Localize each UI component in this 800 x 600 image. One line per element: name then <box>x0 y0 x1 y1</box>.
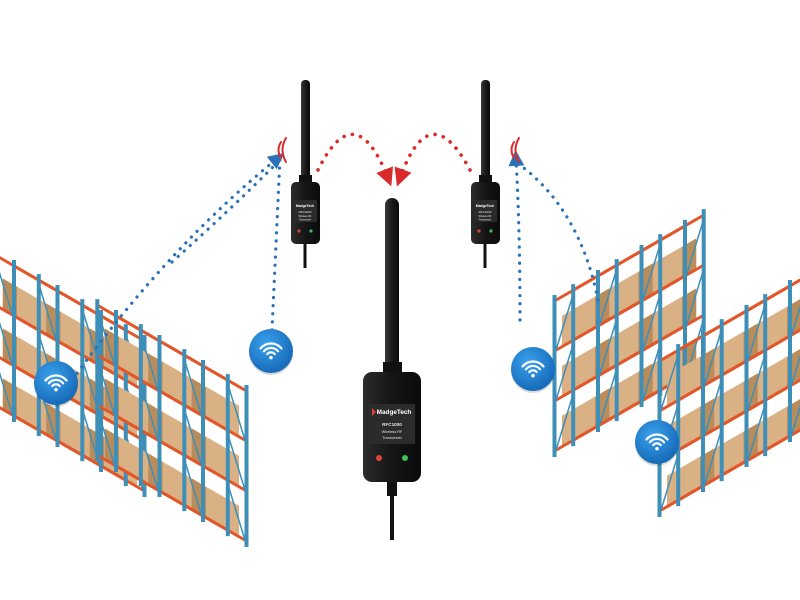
signal-wave-icon <box>510 137 520 163</box>
repeater-left: MadgeTech RFC1000 Wireless RF Transceive… <box>291 80 320 268</box>
center-line2: Wireless RF <box>382 430 403 434</box>
repeater-right-line3: Transceiver <box>479 219 492 222</box>
wifi-icon <box>511 347 555 393</box>
repeater-right-brand: MadgeTech <box>476 204 494 208</box>
signal-wave-icon <box>277 137 287 163</box>
rf-link-right <box>394 132 472 187</box>
repeater-right-line2: Wireless RF <box>478 215 492 218</box>
antenna-icon <box>481 80 490 188</box>
repeater-left-model: RFC1000 <box>299 210 312 214</box>
repeater-left-brand: MadgeTech <box>296 204 314 208</box>
storage-rack <box>91 299 253 549</box>
repeater-left-line3: Transceiver <box>299 219 312 222</box>
wifi-icon <box>34 361 78 407</box>
storage-rack <box>548 209 710 459</box>
sensor-link-left-3 <box>170 163 277 264</box>
repeater-right-model: RFC1000 <box>479 210 492 214</box>
sensor-link-left-2 <box>270 156 282 332</box>
wifi-badges <box>34 329 679 466</box>
antenna-icon <box>301 80 310 188</box>
rf-link-left <box>316 132 394 187</box>
center-model: RFC1000 <box>382 422 402 427</box>
wifi-icon <box>249 329 293 375</box>
center-brand: MadgeTech <box>377 409 412 416</box>
sensor-link-right-2 <box>518 163 600 302</box>
center-transceiver: MadgeTech RFC1000 Wireless RF Transceive… <box>363 198 421 540</box>
signal-links <box>70 132 600 382</box>
repeater-left-line2: Wireless RF <box>298 215 312 218</box>
wifi-icon <box>635 420 679 466</box>
storage-rack <box>653 278 800 519</box>
repeater-right: MadgeTech RFC1000 Wireless RF Transceive… <box>471 80 500 268</box>
sensor-link-left-1 <box>70 152 285 382</box>
center-line3: Transceiver <box>382 436 402 440</box>
antenna-icon <box>385 198 399 388</box>
sensor-link-right-1 <box>508 150 525 322</box>
